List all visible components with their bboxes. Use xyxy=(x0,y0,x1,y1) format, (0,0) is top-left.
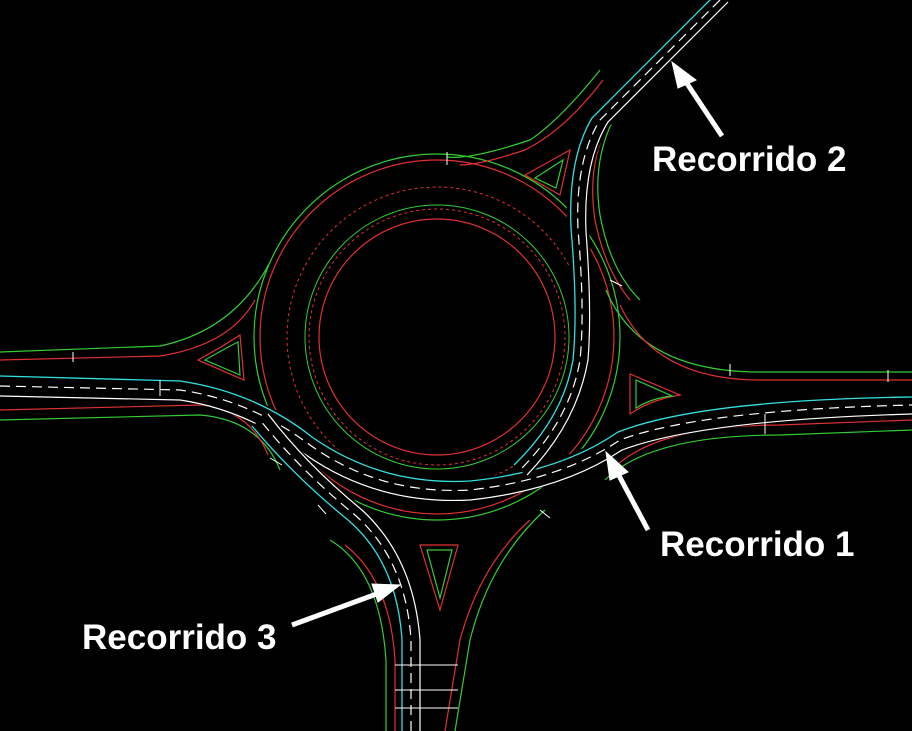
route-2-centerline xyxy=(519,0,721,471)
station-ticks xyxy=(72,152,889,709)
outer-edge-green xyxy=(253,153,621,521)
route-3-edge-right xyxy=(267,413,421,731)
west-upper-red xyxy=(0,299,256,361)
west-upper-edge xyxy=(0,261,271,353)
central-island-red xyxy=(318,218,556,456)
ne-island-red xyxy=(523,148,571,196)
east-island-green xyxy=(635,379,675,410)
arrow-route-1-head xyxy=(605,450,629,481)
arrow-route-3-head xyxy=(371,583,402,603)
south-right-edge xyxy=(454,509,546,731)
arrow-route-2-shaft xyxy=(679,74,725,138)
arrow-route-2-head xyxy=(671,60,697,89)
west-island-red xyxy=(196,333,245,381)
splitter-islands xyxy=(196,148,683,613)
east-upper-edge xyxy=(605,289,912,373)
ne-left-edge xyxy=(446,69,601,158)
label-route-3: Recorrido 3 xyxy=(82,618,277,657)
south-island-green xyxy=(426,549,453,601)
arrows xyxy=(291,60,725,628)
west-island-green xyxy=(203,341,241,376)
ne-island-green xyxy=(533,158,564,189)
label-route-2: Recorrido 2 xyxy=(652,140,847,179)
route-2-edge-right xyxy=(526,1,729,476)
ne-left-red xyxy=(459,79,604,166)
central-island-green xyxy=(304,204,570,470)
route-2-edge-left xyxy=(513,0,711,466)
tick xyxy=(317,504,327,515)
south-right-red xyxy=(444,519,531,731)
west-lower-edge xyxy=(0,414,281,471)
route-1-edge-top xyxy=(0,375,912,483)
tick xyxy=(539,509,551,519)
tick xyxy=(269,457,283,466)
route-3-centerline xyxy=(259,419,412,731)
outer-edge-red xyxy=(259,159,615,515)
south-island-red xyxy=(419,544,459,613)
label-route-1: Recorrido 1 xyxy=(660,525,855,564)
tick xyxy=(609,279,623,287)
ne-right-edge xyxy=(597,99,641,301)
arrow-route-1-shaft xyxy=(613,468,651,532)
route-2 xyxy=(512,0,729,478)
east-upper-red xyxy=(619,304,912,381)
route-3-edge-left xyxy=(251,425,403,731)
lane-divider-dashed-inner xyxy=(308,208,566,466)
south-left-edge xyxy=(329,539,387,731)
arrow-route-3-shaft xyxy=(291,589,383,628)
route-3 xyxy=(251,413,421,731)
east-island-red xyxy=(629,373,683,416)
